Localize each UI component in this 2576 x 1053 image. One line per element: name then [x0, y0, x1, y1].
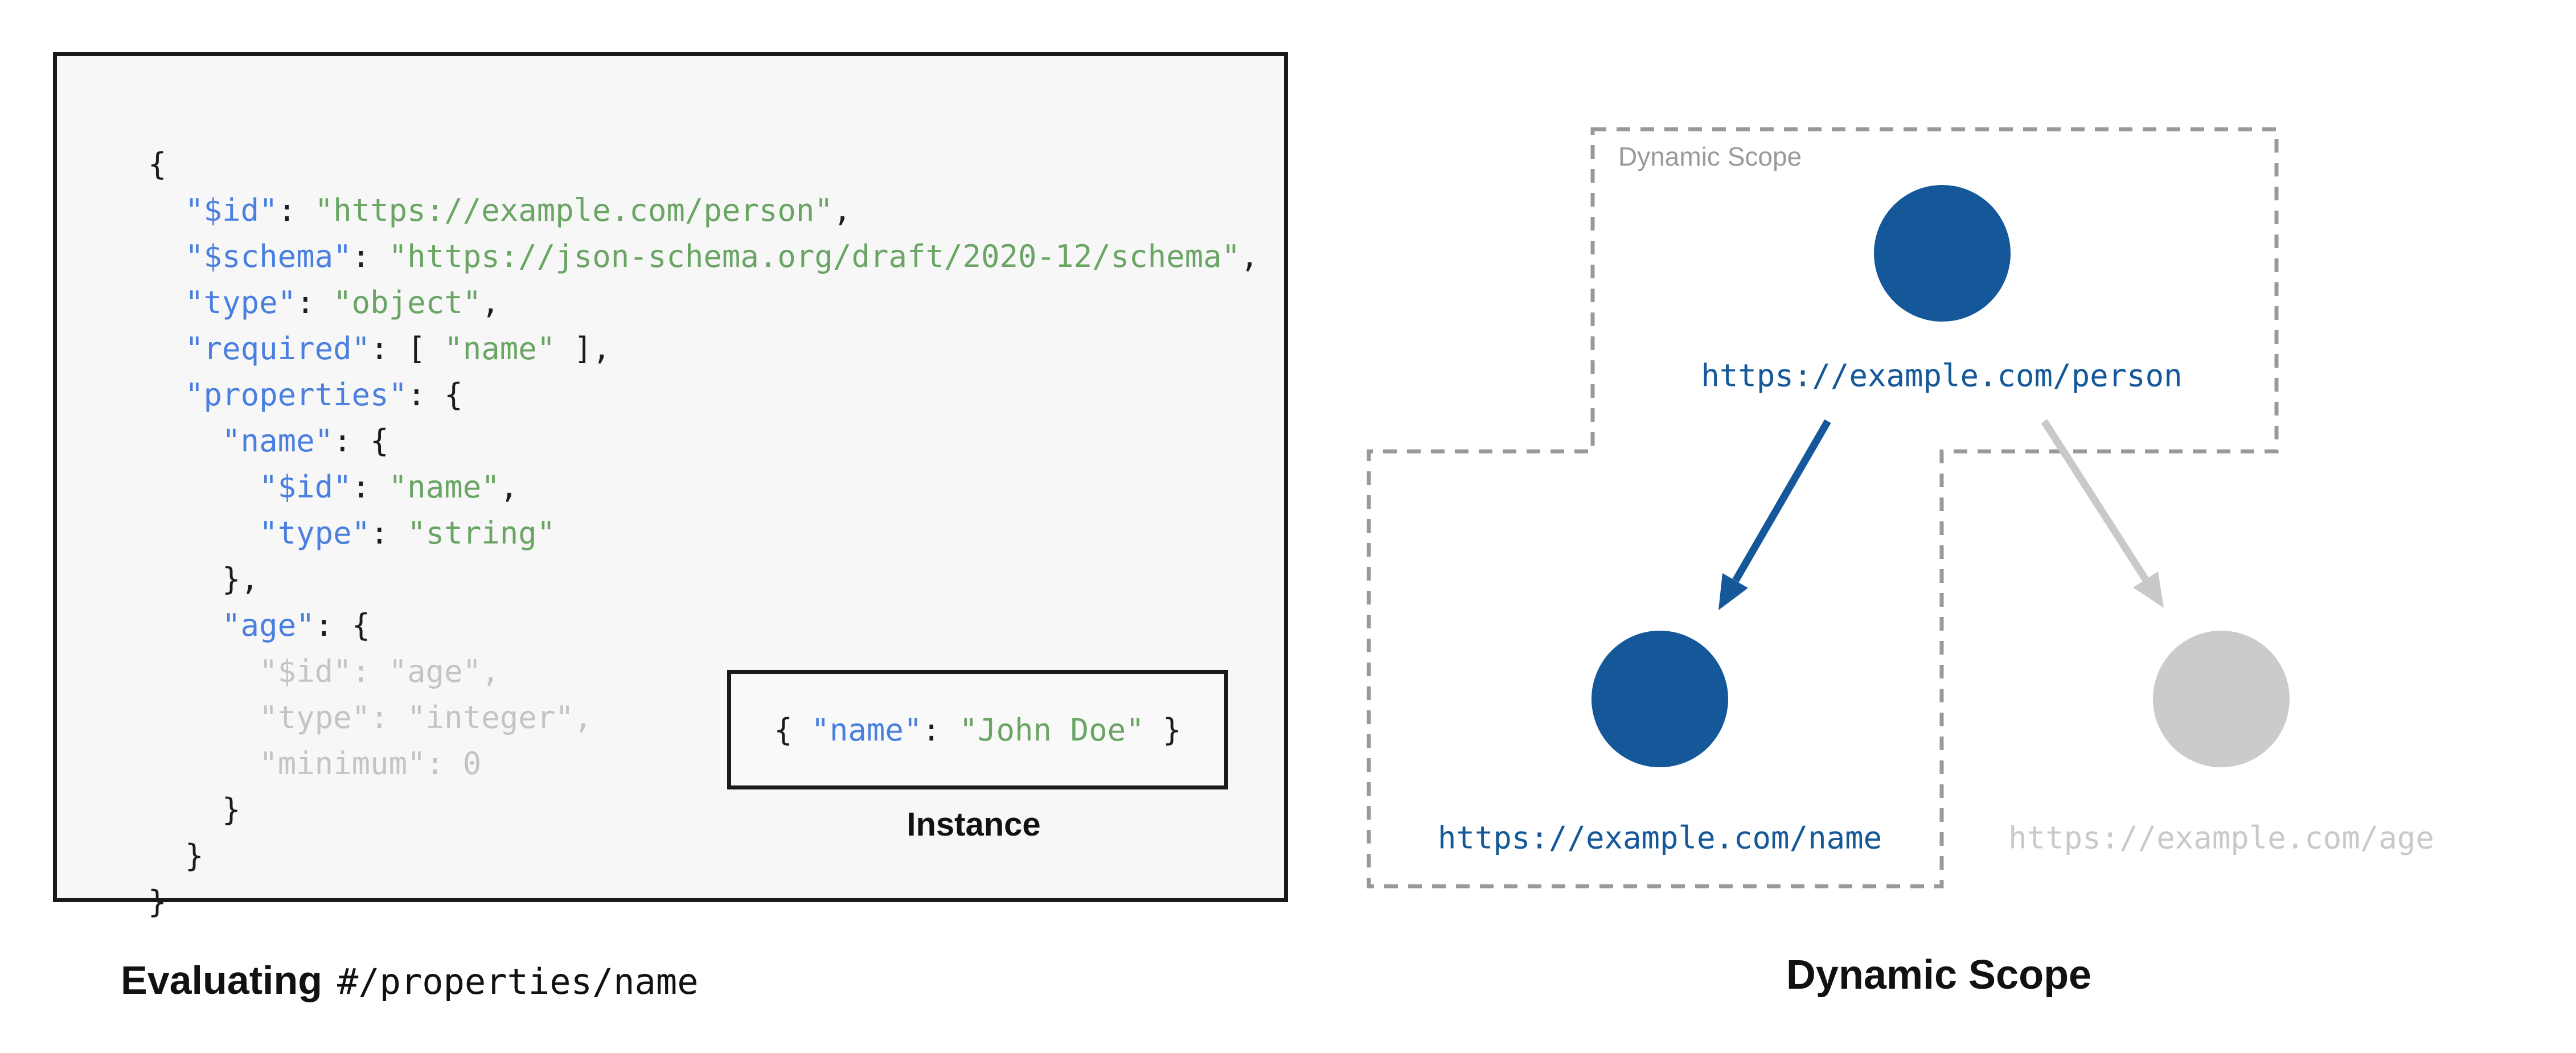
- code-line: "age": {: [222, 607, 371, 643]
- schema-code-panel: { "$id": "https://example.com/person", "…: [53, 52, 1288, 920]
- instance-label: Instance: [906, 806, 1041, 843]
- code-line: "name": {: [222, 423, 389, 459]
- person-node-circle: [1874, 185, 2011, 322]
- code-line: "$id": "https://example.com/person",: [185, 192, 852, 228]
- evaluating-caption: Evaluating #/properties/name: [121, 957, 699, 1003]
- code-line: "minimum": 0: [259, 746, 482, 781]
- dynamic-scope-region-label: Dynamic Scope: [1618, 142, 1802, 171]
- code-line: "type": "object",: [185, 285, 500, 320]
- code-line: "required": [ "name" ],: [185, 331, 611, 367]
- person-to-age-arrow: [2041, 419, 2164, 608]
- code-line: },: [222, 561, 260, 597]
- code-line: {: [148, 146, 167, 182]
- dynamic-scope-caption: Dynamic Scope: [1786, 952, 2092, 998]
- name-node-circle: [1591, 631, 1728, 767]
- age-node-circle: [2153, 631, 2290, 767]
- code-line: "$id": "name",: [259, 469, 519, 505]
- name-node-url: https://example.com/name: [1437, 820, 1882, 856]
- person-node-url: https://example.com/person: [1701, 357, 2183, 394]
- instance-box: { "name": "John Doe" }: [727, 670, 1228, 789]
- instance-code: { "name": "John Doe" }: [774, 712, 1181, 748]
- schema-code: { "$id": "https://example.com/person", "…: [148, 141, 1259, 925]
- person-to-name-arrow: [1718, 419, 1831, 610]
- code-line: "$id": "age",: [259, 653, 500, 689]
- evaluating-caption-bold: Evaluating: [121, 958, 322, 1002]
- code-line: }: [148, 884, 167, 920]
- evaluating-caption-pointer: #/properties/name: [337, 961, 699, 1002]
- code-line: "$schema": "https://json-schema.org/draf…: [185, 238, 1259, 274]
- code-line: }: [185, 838, 204, 874]
- age-node-url: https://example.com/age: [2008, 820, 2434, 856]
- code-line: }: [222, 792, 241, 828]
- code-line: "type": "string": [259, 515, 556, 551]
- code-line: "type": "integer",: [259, 700, 593, 735]
- code-line: { "name": "John Doe" }: [774, 711, 1182, 748]
- code-line: "properties": {: [185, 377, 463, 413]
- dynamic-scope-region-outline: [1367, 127, 2279, 889]
